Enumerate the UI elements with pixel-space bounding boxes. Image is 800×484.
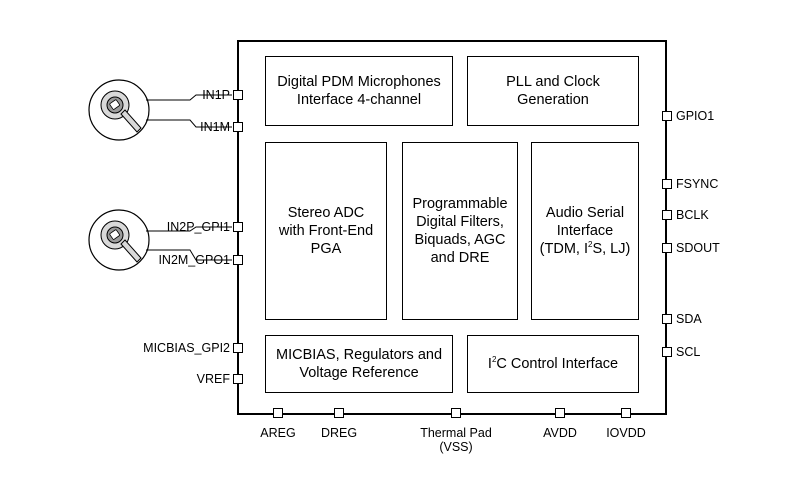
pdm-line-2: Interface 4-channel [296, 92, 422, 108]
pin-label-in2m-gpo1: IN2M_GPO1 [158, 253, 230, 267]
pin-vref [233, 374, 243, 384]
pin-thermal-pad [451, 408, 461, 418]
filters-line-4: and DRE [430, 250, 490, 266]
pin-in1m [233, 122, 243, 132]
pin-label-bclk: BCLK [676, 208, 709, 222]
pin-label-scl: SCL [676, 345, 701, 359]
adc-line-2: with Front-End [278, 223, 374, 239]
asi-line-1: Audio Serial [545, 205, 625, 221]
micbias-line-1: MICBIAS, Regulators and [275, 347, 443, 363]
pdm-line-1: Digital PDM Microphones [277, 74, 441, 90]
pin-label-sdout: SDOUT [676, 241, 720, 255]
audio-serial-interface-block: Audio Serial Interface (TDM, I2S, LJ) [531, 142, 639, 320]
adc-line-3: PGA [310, 241, 342, 257]
pin-fsync [662, 179, 672, 189]
pin-label-avdd: AVDD [543, 426, 577, 440]
adc-line-1: Stereo ADC [287, 205, 365, 221]
pll-line-1: PLL and Clock [506, 74, 600, 90]
pin-label-vref: VREF [196, 372, 230, 386]
pin-in1p [233, 90, 243, 100]
pin-label-thermal-pad: Thermal Pad (VSS) [420, 426, 492, 454]
pin-dreg [334, 408, 344, 418]
pin-label-areg: AREG [260, 426, 296, 440]
asi-line-3: (TDM, I2S, LJ) [539, 240, 631, 257]
pin-scl [662, 347, 672, 357]
pin-in2m-gpo1 [233, 255, 243, 265]
pin-label-iovdd: IOVDD [606, 426, 646, 440]
i2c-label: I2C Control Interface [487, 355, 619, 372]
microphone-icon [88, 209, 150, 271]
filters-line-3: Biquads, AGC [414, 232, 506, 248]
pin-avdd [555, 408, 565, 418]
pin-areg [273, 408, 283, 418]
thermal-pad-line-2: (VSS) [439, 440, 473, 454]
thermal-pad-line-1: Thermal Pad [420, 426, 492, 440]
i2c-control-block: I2C Control Interface [467, 335, 639, 393]
pin-sdout [662, 243, 672, 253]
filters-line-2: Digital Filters, [416, 214, 504, 230]
pin-label-fsync: FSYNC [676, 177, 719, 191]
filters-line-1: Programmable [412, 196, 508, 212]
pin-gpio1 [662, 111, 672, 121]
micbias-line-2: Voltage Reference [299, 365, 419, 381]
pin-sda [662, 314, 672, 324]
pin-bclk [662, 210, 672, 220]
pin-iovdd [621, 408, 631, 418]
pin-micbias-gpi2 [233, 343, 243, 353]
pin-label-micbias-gpi2: MICBIAS_GPI2 [143, 341, 230, 355]
pin-label-sda: SDA [676, 312, 702, 326]
pin-in2p-gpi1 [233, 222, 243, 232]
pin-label-dreg: DREG [320, 426, 358, 440]
pin-label-gpio1: GPIO1 [676, 109, 715, 123]
asi-line-2: Interface [556, 223, 614, 239]
microphone-icon [88, 79, 150, 141]
pll-line-2: Generation [517, 92, 589, 108]
